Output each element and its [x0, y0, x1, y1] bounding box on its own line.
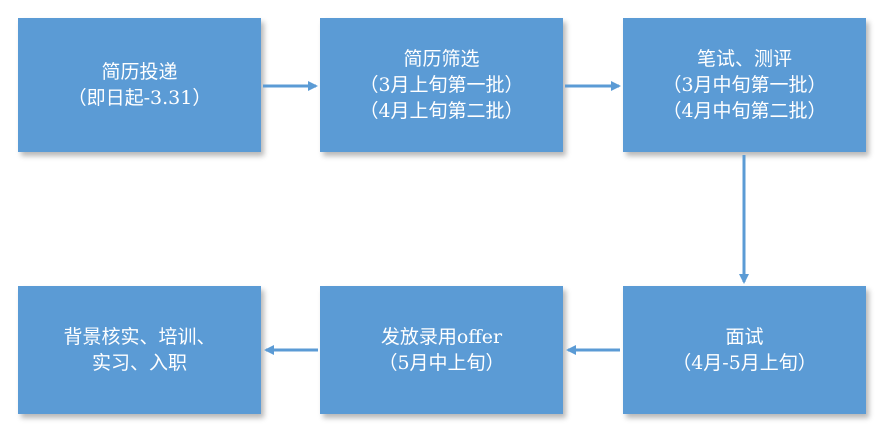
- step-interview: 面试 （4月-5月上旬）: [623, 286, 866, 414]
- step-date: （5月中上旬）: [378, 352, 505, 374]
- step-date-batch-2: （4月中旬第二批）: [662, 100, 827, 122]
- step-date-batch-1: （3月中旬第一批）: [662, 74, 827, 96]
- step-date-batch-1: （3月上旬第一批）: [359, 74, 524, 96]
- step-title-cont: 实习、入职: [91, 352, 187, 374]
- step-resume-screening: 简历筛选 （3月上旬第一批） （4月上旬第二批）: [320, 18, 563, 152]
- step-resume-submission: 简历投递 （即日起-3.31）: [18, 18, 261, 152]
- step-offer: 发放录用offer （5月中上旬）: [320, 286, 563, 414]
- step-date: （4月-5月上旬）: [672, 352, 817, 374]
- step-title: 笔试、测评: [696, 48, 792, 70]
- step-date-batch-2: （4月上旬第二批）: [359, 100, 524, 122]
- step-title: 背景核实、培训、: [63, 326, 216, 348]
- step-date: （即日起-3.31）: [67, 87, 212, 109]
- step-title: 面试: [725, 326, 764, 348]
- step-onboarding: 背景核实、培训、 实习、入职: [18, 286, 261, 414]
- step-title: 简历投递: [101, 61, 178, 83]
- step-title: 简历筛选: [403, 48, 480, 70]
- step-title: 发放录用offer: [380, 326, 503, 348]
- step-written-test: 笔试、测评 （3月中旬第一批） （4月中旬第二批）: [623, 18, 866, 152]
